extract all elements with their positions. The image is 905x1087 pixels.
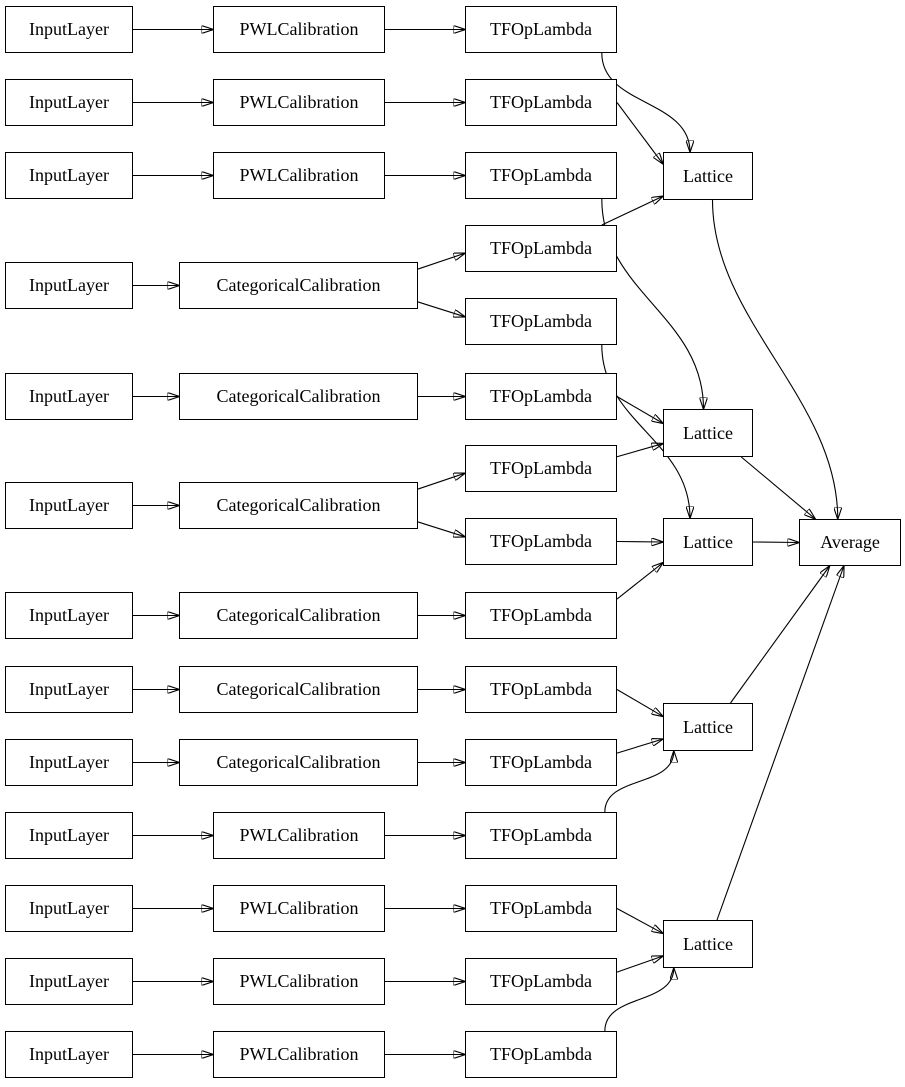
edge-cal4-to-tf4 [417,253,465,270]
node-pwlcalibration-cal11: PWLCalibration [213,885,385,932]
node-inputlayer-in3: InputLayer [5,152,133,199]
edge-tf9-to-lat3 [616,563,663,600]
node-pwlcalibration-cal2: PWLCalibration [213,79,385,126]
node-tfoplambda-tf3: TFOpLambda [465,152,617,199]
node-pwlcalibration-cal10: PWLCalibration [213,812,385,859]
node-categoricalcalibration-cal9: CategoricalCalibration [179,739,418,786]
edge-tf3-to-lat2 [601,198,704,409]
node-inputlayer-in8: InputLayer [5,666,133,713]
node-pwlcalibration-cal12: PWLCalibration [213,958,385,1005]
node-tfoplambda-tf1: TFOpLambda [465,6,617,53]
edge-tf10-to-lat4 [616,689,663,717]
node-pwlcalibration-cal13: PWLCalibration [213,1031,385,1078]
edge-tf13-to-lat5 [616,908,663,934]
node-categoricalcalibration-cal6: CategoricalCalibration [179,482,418,529]
node-inputlayer-in9: InputLayer [5,739,133,786]
node-lattice-lat2: Lattice [663,409,753,457]
node-tfoplambda-tf10: TFOpLambda [465,666,617,713]
node-inputlayer-in13: InputLayer [5,1031,133,1078]
node-pwlcalibration-cal3: PWLCalibration [213,152,385,199]
node-tfoplambda-tf14: TFOpLambda [465,958,617,1005]
node-categoricalcalibration-cal4: CategoricalCalibration [179,262,418,309]
node-tfoplambda-tf13: TFOpLambda [465,885,617,932]
node-inputlayer-in4: InputLayer [5,262,133,309]
node-lattice-lat1: Lattice [663,152,753,200]
node-tfoplambda-tf12: TFOpLambda [465,812,617,859]
node-tfoplambda-tf5: TFOpLambda [465,298,617,345]
node-tfoplambda-tf6: TFOpLambda [465,373,617,420]
edge-lat4-to-avg [730,566,830,704]
node-inputlayer-in7: InputLayer [5,592,133,639]
edge-lat2-to-avg [740,456,815,519]
node-average-avg: Average [799,519,901,566]
edge-lat5-to-avg [716,566,844,921]
node-categoricalcalibration-cal5: CategoricalCalibration [179,373,418,420]
edge-lat3-to-avg [752,542,799,543]
edge-tf8-to-lat3 [616,542,663,543]
edge-tf12-to-lat4 [604,751,674,813]
node-pwlcalibration-cal1: PWLCalibration [213,6,385,53]
edge-cal6-to-tf8 [417,521,465,537]
node-tfoplambda-tf9: TFOpLambda [465,592,617,639]
edge-tf1-to-lat1 [601,52,690,152]
node-inputlayer-in11: InputLayer [5,885,133,932]
node-inputlayer-in5: InputLayer [5,373,133,420]
node-tfoplambda-tf2: TFOpLambda [465,79,617,126]
node-categoricalcalibration-cal8: CategoricalCalibration [179,666,418,713]
node-lattice-lat4: Lattice [663,703,753,751]
node-tfoplambda-tf15: TFOpLambda [465,1031,617,1078]
node-inputlayer-in10: InputLayer [5,812,133,859]
edge-tf15-to-lat5 [604,968,674,1032]
edge-tf11-to-lat4 [616,739,663,754]
node-tfoplambda-tf7: TFOpLambda [465,445,617,492]
node-inputlayer-in2: InputLayer [5,79,133,126]
edge-tf4-to-lat1 [601,196,663,226]
edge-tf7-to-lat2 [616,444,663,458]
node-inputlayer-in6: InputLayer [5,482,133,529]
node-tfoplambda-tf4: TFOpLambda [465,225,617,272]
node-tfoplambda-tf11: TFOpLambda [465,739,617,786]
edge-lat1-to-avg [711,199,838,519]
node-categoricalcalibration-cal7: CategoricalCalibration [179,592,418,639]
edge-tf14-to-lat5 [616,956,663,973]
node-lattice-lat5: Lattice [663,920,753,968]
node-inputlayer-in12: InputLayer [5,958,133,1005]
edge-cal6-to-tf7 [417,473,465,490]
edge-tf5-to-lat3 [601,344,690,518]
edge-cal4-to-tf5 [417,301,465,317]
edge-tf6-to-lat2 [616,396,663,424]
node-tfoplambda-tf8: TFOpLambda [465,518,617,565]
node-inputlayer-in1: InputLayer [5,6,133,53]
edge-tf2-to-lat1 [616,102,663,165]
node-lattice-lat3: Lattice [663,518,753,566]
